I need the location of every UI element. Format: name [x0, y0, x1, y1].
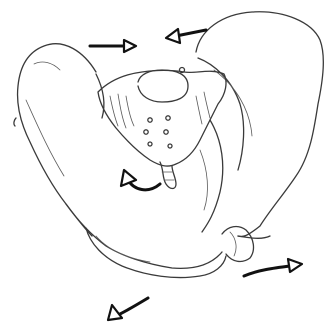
- pubic-arch: [66, 204, 270, 278]
- sacrum: [98, 68, 226, 167]
- bottom-right-arrow: [244, 259, 302, 276]
- pelvic-inlet: [200, 120, 223, 232]
- left-ilium: [14, 44, 104, 236]
- curved-center-arrow: [121, 170, 160, 190]
- top-right-arrow: [90, 40, 136, 52]
- bottom-left-arrow: [108, 298, 148, 320]
- right-ilium: [196, 12, 323, 237]
